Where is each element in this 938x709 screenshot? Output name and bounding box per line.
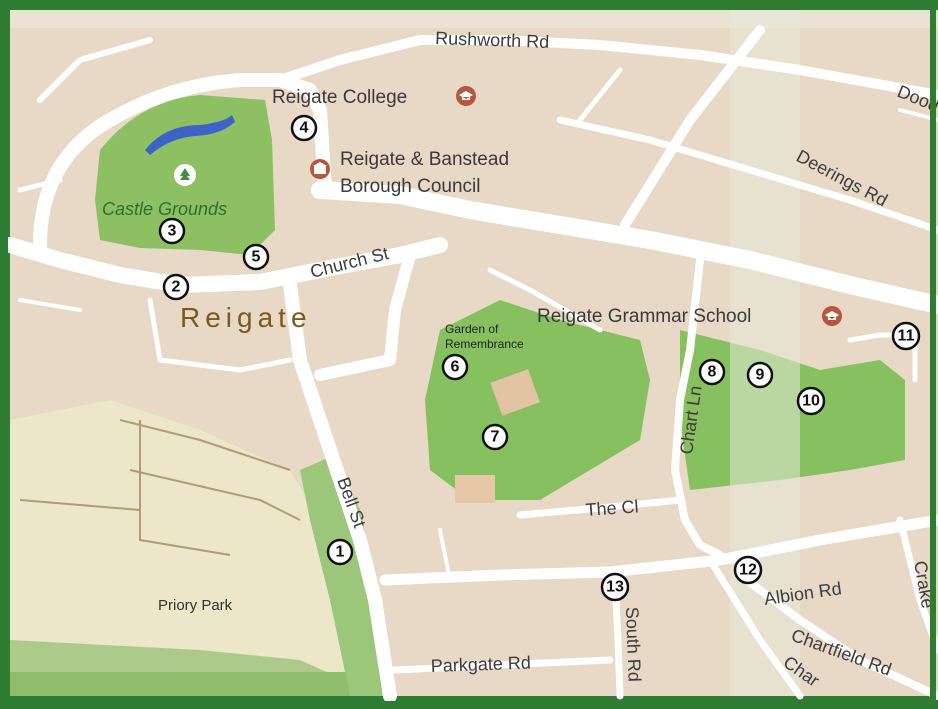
- label-town: Reigate: [180, 302, 312, 333]
- road-bell-st: [283, 278, 397, 703]
- road-diagonal-north: [620, 25, 765, 230]
- road-res-8: [438, 528, 452, 582]
- marker-5[interactable]: 5: [242, 243, 270, 271]
- marker-7[interactable]: 7: [481, 423, 509, 451]
- road-res-4: [577, 67, 623, 123]
- road-res-6: [18, 298, 82, 312]
- svg-text:5: 5: [252, 249, 261, 266]
- label-the-cl: The Cl: [585, 496, 639, 520]
- road-deerings: [556, 116, 938, 234]
- marker-3[interactable]: 3: [158, 217, 186, 245]
- label-grammar-school: Reigate Grammar School: [537, 306, 751, 327]
- building-icon: [310, 159, 330, 179]
- label-rushworth-rd: Rushworth Rd: [435, 28, 550, 52]
- priory-paths: [19, 419, 301, 556]
- label-garden-line1: Garden of: [445, 322, 499, 336]
- road-albion: [379, 514, 938, 586]
- label-priory-park: Priory Park: [158, 597, 233, 614]
- label-garden-line2: Remembrance: [445, 337, 524, 351]
- marker-6[interactable]: 6: [441, 353, 469, 381]
- roads: [2, 25, 938, 703]
- marker-2[interactable]: 2: [162, 273, 190, 301]
- label-council-line1: Reigate & Banstead: [340, 149, 509, 170]
- marker-9[interactable]: 9: [746, 361, 774, 389]
- road-char: [706, 556, 804, 700]
- svg-text:4: 4: [300, 120, 309, 137]
- road-church-south: [314, 249, 416, 381]
- svg-text:2: 2: [172, 279, 181, 296]
- label-parkgate-rd: Parkgate Rd: [430, 653, 531, 676]
- marker-13[interactable]: 13: [600, 572, 630, 602]
- label-reigate-college: Reigate College: [272, 87, 407, 108]
- marker-12[interactable]: 12: [733, 555, 763, 585]
- top-strip: [10, 10, 938, 28]
- pitch-patch: [490, 369, 540, 416]
- svg-text:6: 6: [451, 359, 460, 376]
- road-chartfield: [736, 571, 938, 700]
- marker-11[interactable]: 11: [891, 321, 921, 351]
- castle-lake: [145, 115, 235, 155]
- svg-text:9: 9: [756, 367, 765, 384]
- road-the-cl: [516, 496, 684, 519]
- road-res-2: [17, 177, 63, 193]
- bell-st-green-strip: [300, 455, 395, 696]
- graduation-cap-icon: [822, 306, 842, 326]
- marker-4[interactable]: 4: [290, 114, 318, 142]
- svg-text:1: 1: [336, 544, 345, 561]
- marker-10[interactable]: 10: [796, 386, 826, 416]
- marker-8[interactable]: 8: [698, 358, 726, 386]
- svg-text:3: 3: [168, 223, 177, 240]
- road-castle-ring: [33, 73, 332, 252]
- pitch-patch-2: [455, 475, 495, 503]
- svg-text:10: 10: [802, 393, 820, 410]
- road-chart-ln: [671, 256, 724, 559]
- label-south-rd: South Rd: [622, 606, 645, 682]
- marker-1[interactable]: 1: [326, 538, 354, 566]
- svg-text:7: 7: [491, 429, 500, 446]
- graduation-cap-icon: [456, 86, 476, 106]
- priory-park-bottom: [10, 672, 390, 696]
- road-council: [311, 181, 938, 314]
- road-church-st: [2, 237, 448, 293]
- svg-text:13: 13: [606, 579, 624, 596]
- road-res-3: [487, 267, 603, 333]
- label-council-line2: Borough Council: [340, 176, 480, 197]
- tree-icon: [174, 164, 196, 186]
- svg-text:12: 12: [739, 562, 757, 579]
- svg-text:8: 8: [708, 364, 717, 381]
- label-castle-grounds: Castle Grounds: [102, 199, 227, 219]
- svg-text:11: 11: [898, 328, 915, 345]
- road-parkgate: [391, 656, 614, 674]
- road-rushworth: [275, 35, 938, 100]
- priory-park-area: [10, 400, 380, 696]
- road-res-1: [37, 37, 153, 103]
- road-res-7: [147, 297, 293, 373]
